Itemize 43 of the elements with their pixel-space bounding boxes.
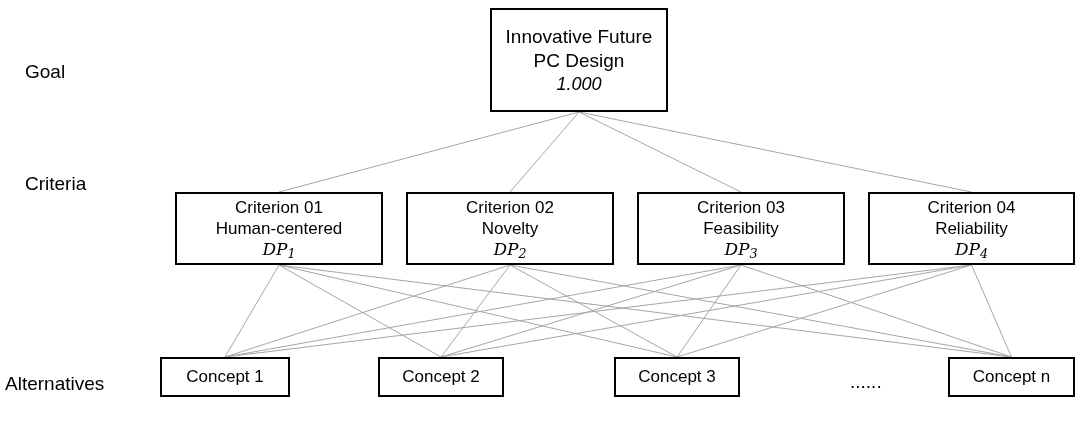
goal-box: [490, 8, 668, 112]
criterion-box: [406, 192, 614, 265]
alternative-box: [614, 357, 740, 397]
alternative-box: [160, 357, 290, 397]
weight-symbol: DP$_{2}$: [493, 239, 527, 261]
criterion-box: [637, 192, 845, 265]
alternative-box: [948, 357, 1075, 397]
weight-symbol: DP$_{1}$: [262, 239, 296, 261]
connector-line: [278, 264, 442, 358]
connector-line: [509, 111, 580, 193]
criterion-name: Reliability: [935, 217, 1008, 240]
weight-symbol: DP$_{3}$: [724, 239, 758, 261]
alternative-box: [378, 357, 504, 397]
ellipsis-label: ......: [850, 370, 882, 394]
connector-line: [676, 264, 972, 358]
criterion-name: Novelty: [481, 217, 539, 240]
weight-value: 1.000: [556, 72, 602, 95]
connector-line: [440, 264, 511, 358]
concept-name: Concept 1: [186, 366, 264, 388]
concept-name: Concept 2: [402, 366, 480, 388]
criterion-number: Criterion 04: [927, 196, 1016, 218]
criterion-name: Feasibility: [703, 217, 779, 240]
connector-line: [224, 264, 511, 358]
level-label: Criteria: [25, 172, 87, 196]
criterion-number: Criterion 02: [466, 196, 554, 218]
connector-line: [676, 264, 742, 358]
level-label: Goal: [25, 60, 66, 84]
connector-line: [509, 264, 678, 358]
criterion-number: Criterion 01: [235, 196, 323, 218]
level-label: Alternatives: [5, 372, 105, 396]
criterion-box: [868, 192, 1075, 265]
concept-name: Concept 3: [638, 366, 716, 388]
criterion-number: Criterion 03: [697, 196, 785, 218]
goal-title: Innovative Future PC Design: [504, 25, 654, 73]
connector-line: [578, 111, 742, 193]
connector-line: [278, 111, 580, 193]
weight-symbol: DP$_{4}$: [954, 239, 989, 261]
criterion-box: [175, 192, 383, 265]
connector-line: [740, 264, 1012, 358]
concept-name: Concept n: [972, 366, 1051, 388]
connector-line: [971, 264, 1012, 358]
connector-line: [224, 264, 280, 358]
criterion-name: Human-centered: [215, 217, 343, 240]
